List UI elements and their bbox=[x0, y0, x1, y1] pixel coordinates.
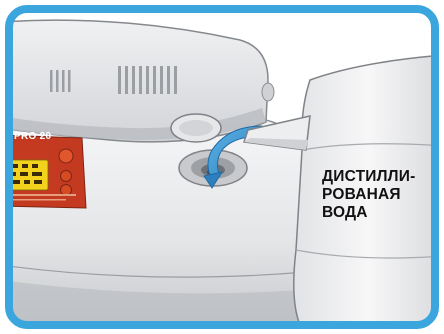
label-line-2: РОВАНАЯ bbox=[322, 186, 401, 203]
pour-arrow-icon bbox=[203, 125, 263, 189]
label-line-3: ВОДА bbox=[322, 204, 368, 221]
blue-frame-border bbox=[5, 5, 439, 329]
label-line-1: ДИСТИЛЛИ- bbox=[322, 168, 416, 185]
brand-mark: PRO 20 bbox=[14, 131, 52, 142]
distilled-water-label: ДИСТИЛЛИ- РОВАНАЯ ВОДА bbox=[322, 168, 442, 222]
incubator-lid-icon bbox=[9, 19, 275, 143]
water-jug-icon bbox=[243, 54, 435, 325]
control-panel-icon bbox=[9, 134, 87, 209]
